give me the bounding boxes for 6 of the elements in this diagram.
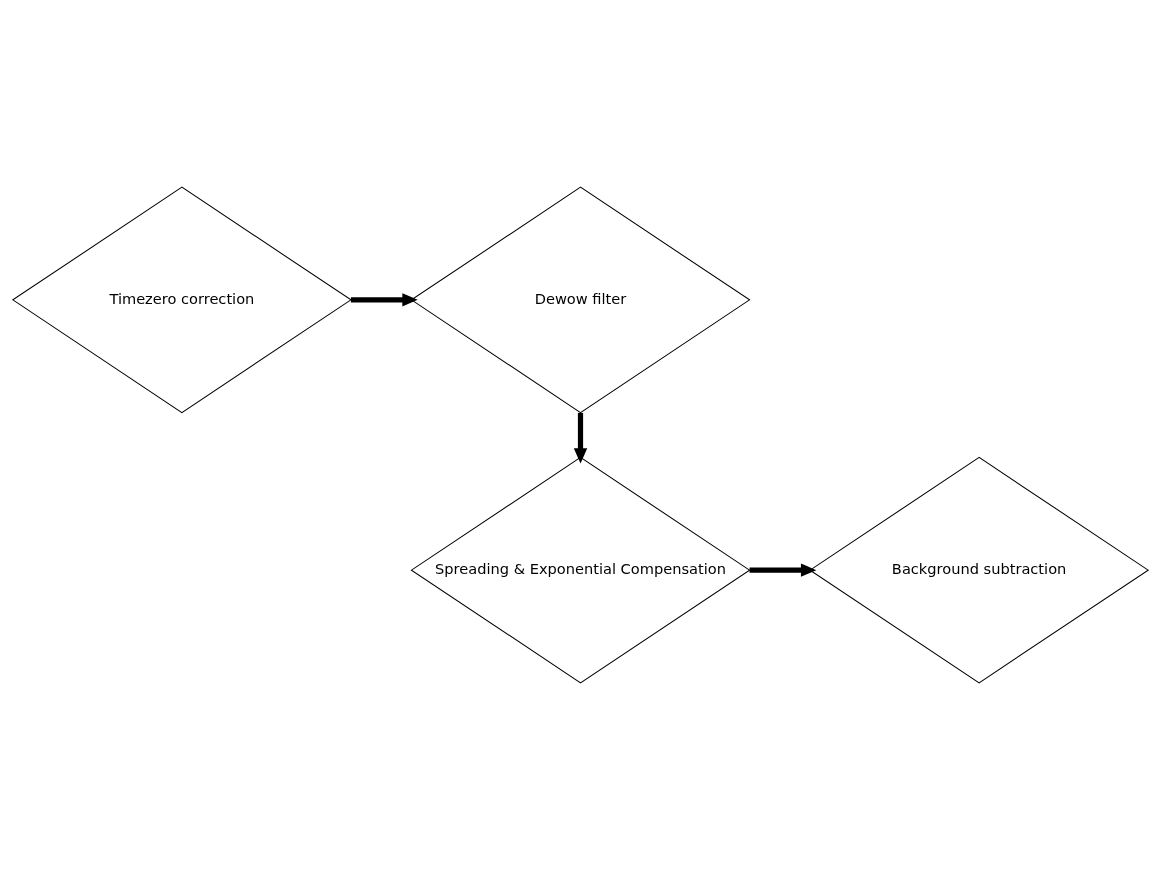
node-diamond: Timezero correction [11, 186, 352, 414]
node-diamond: Background subtraction [809, 456, 1150, 684]
node-diamond: Spreading & Exponential Compensation [410, 456, 751, 684]
arrow [573, 412, 588, 464]
arrow [350, 293, 418, 307]
arrow [749, 563, 817, 577]
